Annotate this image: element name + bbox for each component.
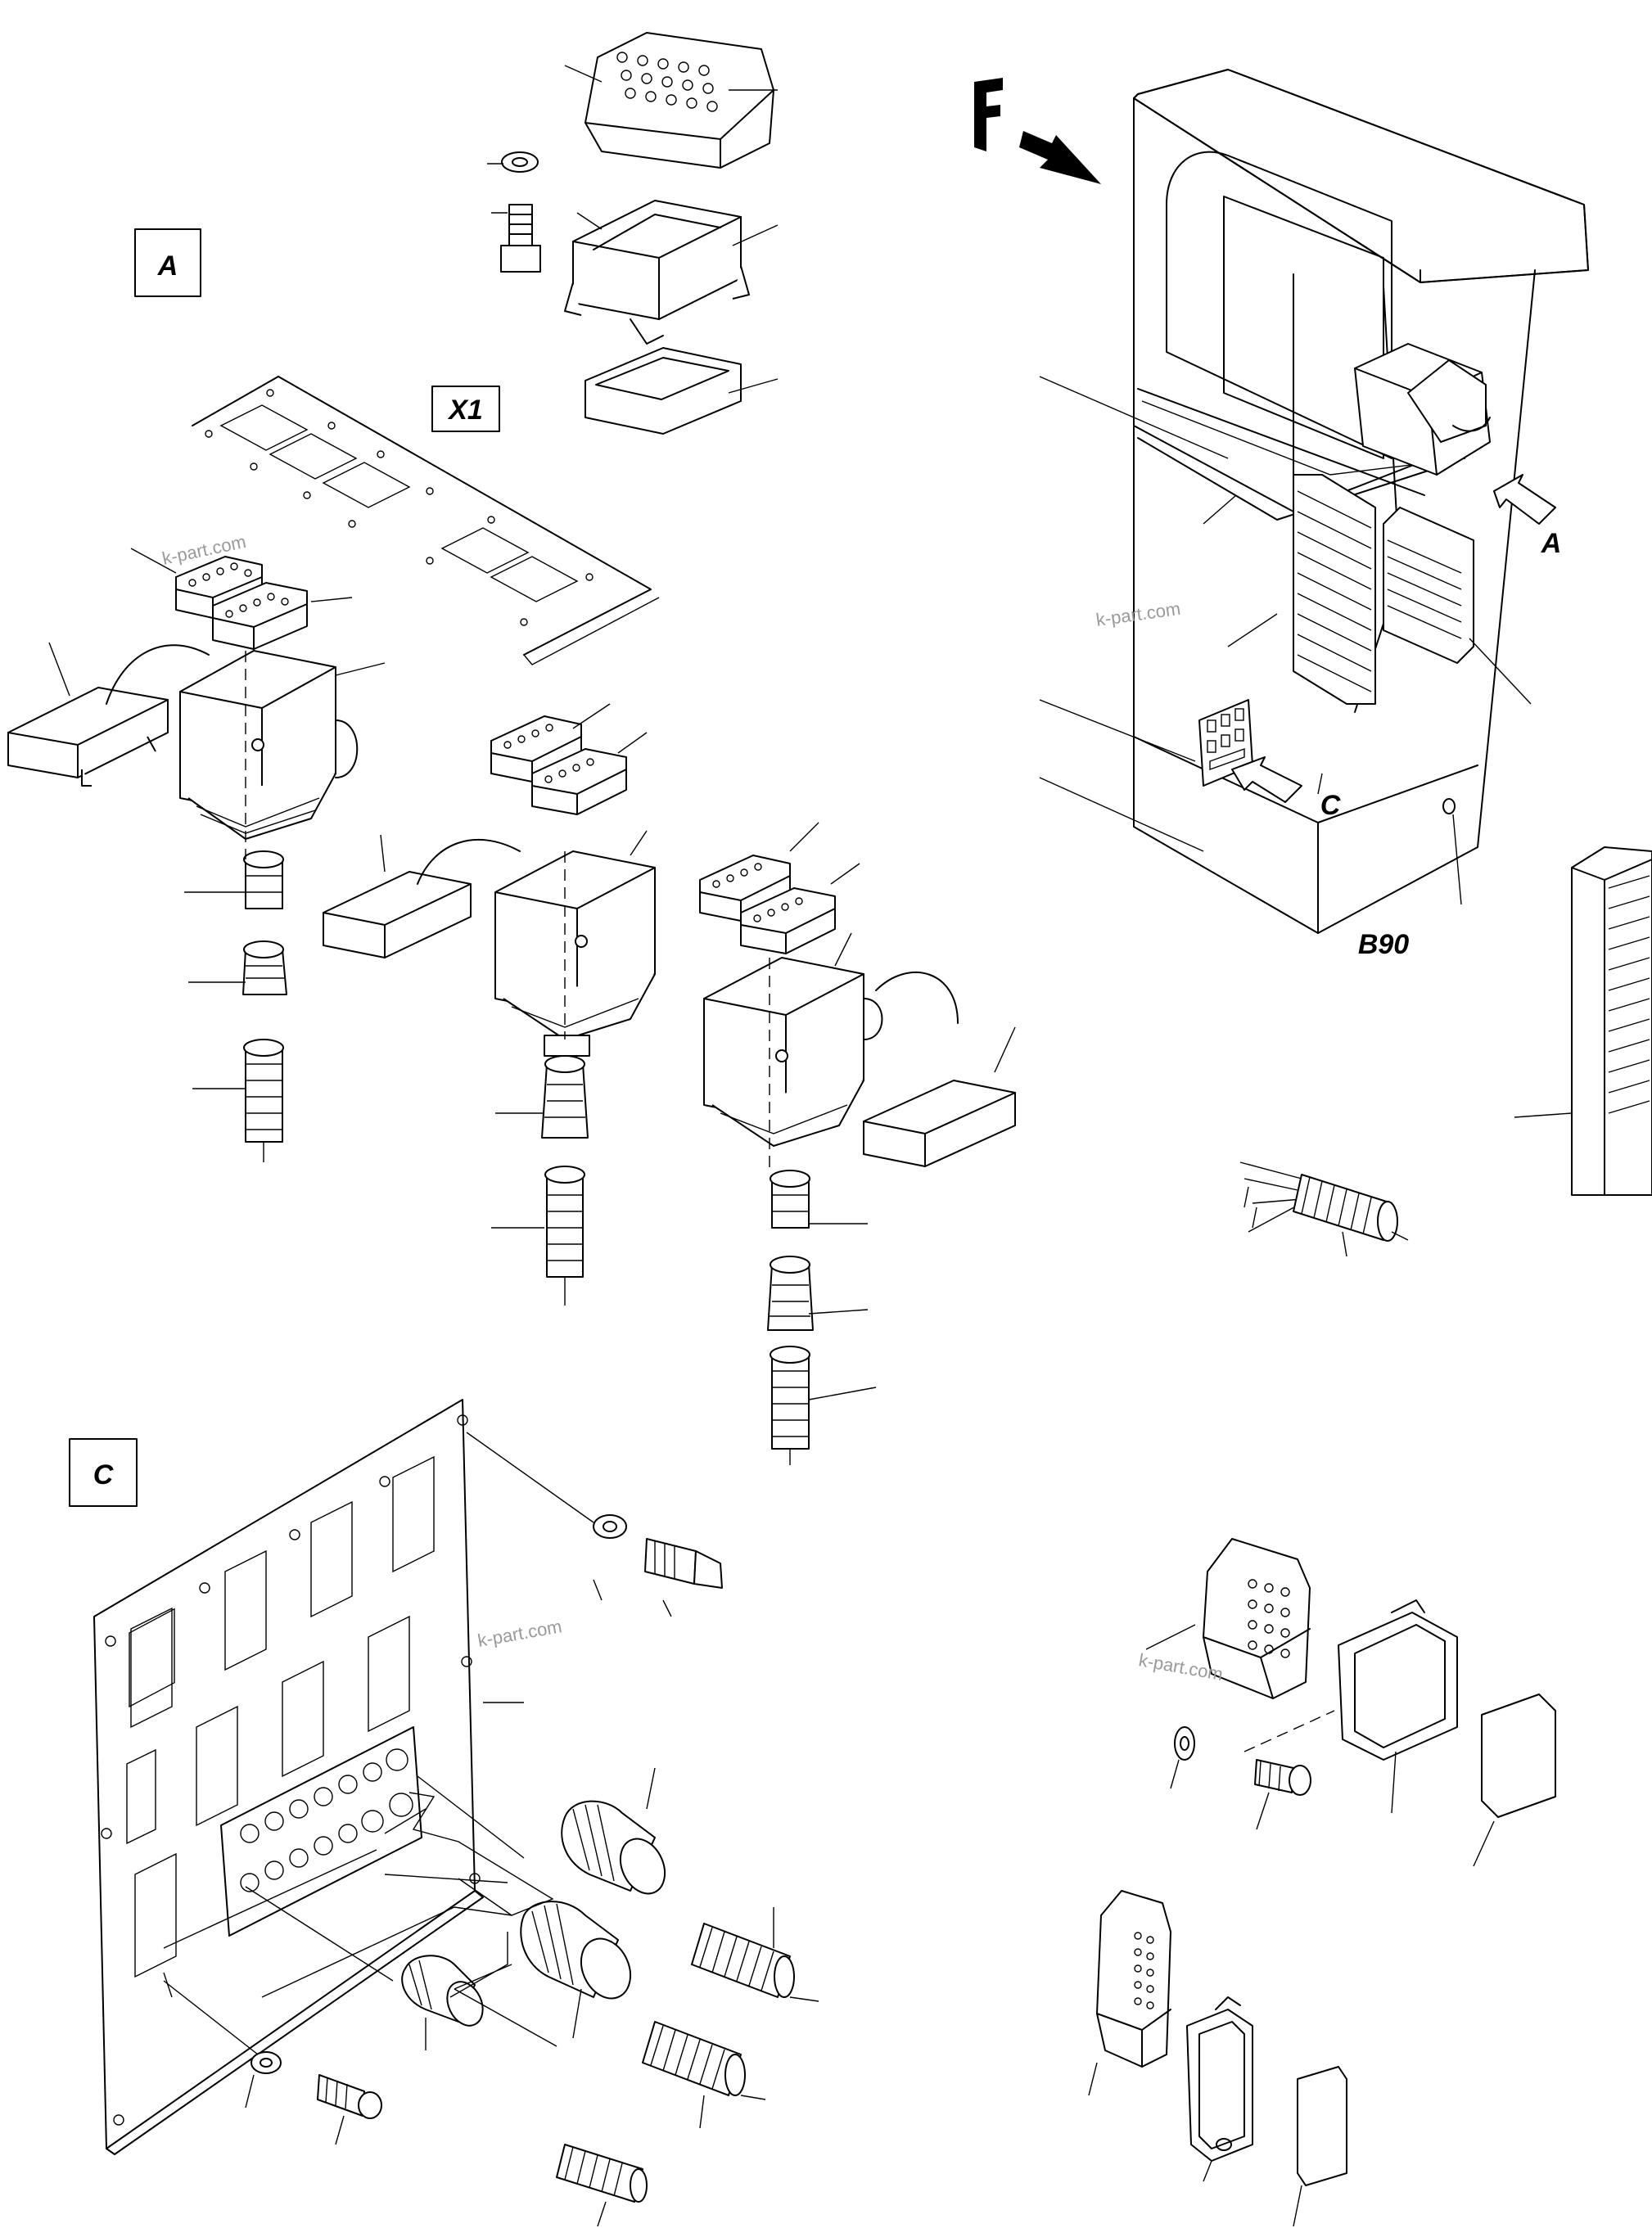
cable-sleeve — [1239, 1161, 1409, 1257]
x1-label: X1 — [447, 395, 483, 426]
detail-a-top-connector — [487, 32, 779, 435]
bottom-right-connector-2 — [1088, 1890, 1347, 2227]
vertical-wire-duct — [1514, 846, 1652, 1196]
detail-a-label-box: A — [134, 228, 201, 297]
right-hood-assembly — [699, 822, 1016, 1465]
detail-c-label-box: C — [69, 1438, 138, 1507]
b90-label: B90 — [1358, 929, 1409, 960]
arrow-c-label: C — [1320, 790, 1341, 821]
middle-hood-assembly — [323, 703, 656, 1306]
left-hood-assembly — [7, 548, 386, 1162]
cabinet-assembly — [974, 69, 1589, 934]
detail-c-plate-assembly — [93, 1399, 819, 2227]
x1-mounting-plate — [192, 376, 660, 665]
detail-c-label: C — [93, 1459, 114, 1491]
bottom-right-connector-1 — [1145, 1538, 1556, 1867]
watermark-2: k-part.com — [1095, 598, 1181, 630]
x1-label-box: X1 — [431, 386, 500, 432]
arrow-a-label: A — [1541, 528, 1562, 559]
watermark-3: k-part.com — [476, 1616, 564, 1651]
detail-a-label: A — [157, 250, 178, 282]
